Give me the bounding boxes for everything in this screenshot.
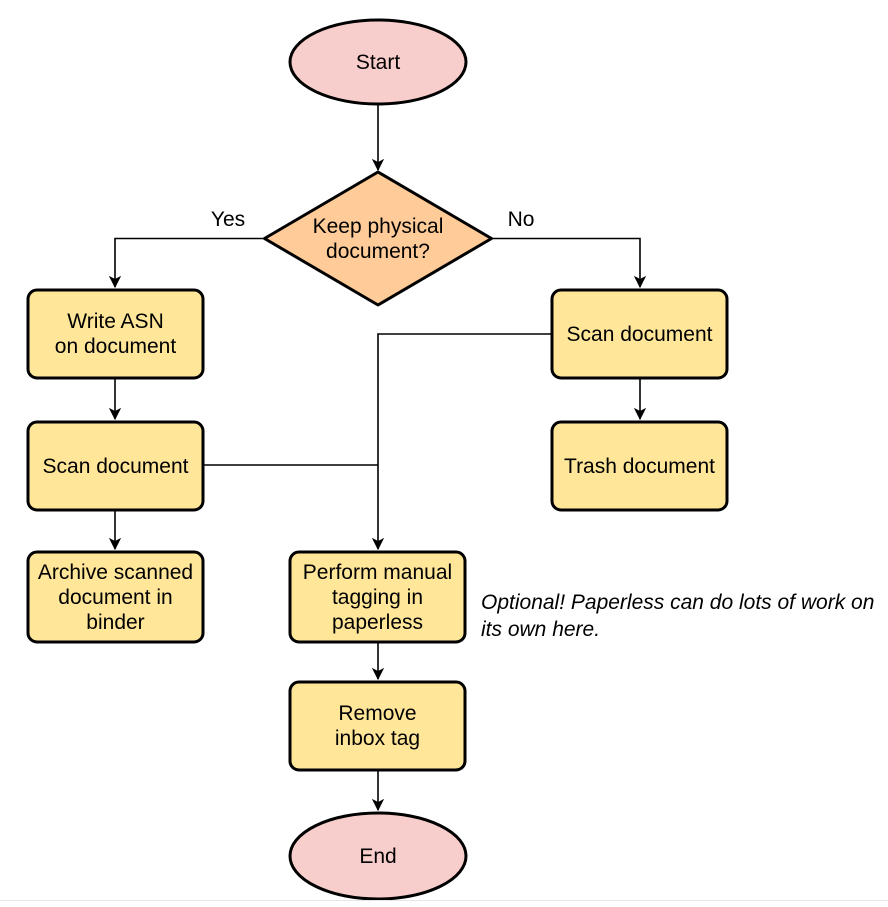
tagging-box-shape (288, 550, 467, 644)
scan-left-label-line: Scan document (42, 454, 189, 478)
write-asn-box-shape (26, 288, 205, 380)
write-asn-label-line: on document (54, 335, 177, 358)
edge-scan-right-to-tagging (378, 333, 552, 549)
no-edge-label: No (507, 208, 535, 231)
tagging-label-line: Perform manual (302, 560, 453, 584)
start-terminal-shape (288, 18, 468, 106)
remove-inbox-label: Remove inbox tag (290, 682, 465, 770)
decision-label-line: document? (326, 239, 430, 263)
scan-right-box-shape (550, 288, 729, 380)
scan-right-label: Scan document (552, 290, 727, 378)
archive-label-line: binder (86, 610, 145, 634)
archive-box-shape (26, 550, 205, 644)
bottom-divider (0, 900, 888, 901)
start-label: Start (290, 20, 466, 104)
optional-note-line: Optional! Paperless can do lots of work … (481, 591, 875, 614)
end-label: End (290, 813, 466, 899)
scan-left-label: Scan document (28, 422, 203, 510)
remove-inbox-label-line: Remove (338, 702, 417, 725)
optional-note-line: its own here. (481, 618, 601, 641)
edge-decision-yes-to-write-asn (115, 237, 265, 288)
decision-label: Keep physical document? (281, 172, 475, 305)
archive-label-line: Archive scanned (37, 560, 194, 584)
decision-label-line: Keep physical (312, 214, 444, 238)
optional-note: Optional! Paperless can do lots of work … (481, 589, 874, 643)
remove-inbox-box-shape (288, 680, 467, 772)
trash-label-line: Trash document (564, 454, 715, 478)
trash-box-shape (550, 420, 729, 512)
archive-label: Archive scanned document in binder (28, 552, 203, 642)
remove-inbox-label-line: inbox tag (334, 727, 421, 750)
end-label-line: End (359, 844, 397, 868)
write-asn-label-line: Write ASN (67, 310, 164, 333)
scan-right-label-line: Scan document (566, 322, 713, 346)
start-label-line: Start (355, 50, 401, 74)
archive-label-line: document in (58, 585, 173, 609)
tagging-label: Perform manual tagging in paperless (290, 552, 465, 642)
trash-label: Trash document (552, 422, 727, 510)
decision-diamond-shape (263, 170, 493, 307)
scan-left-box-shape (26, 420, 205, 512)
write-asn-label: Write ASN on document (28, 290, 203, 378)
end-terminal-shape (288, 811, 468, 901)
edge-decision-no-to-scan-right (491, 237, 641, 288)
yes-edge-label: Yes (210, 208, 246, 231)
tagging-label-line: tagging in (331, 585, 424, 609)
tagging-label-line: paperless (331, 610, 424, 634)
